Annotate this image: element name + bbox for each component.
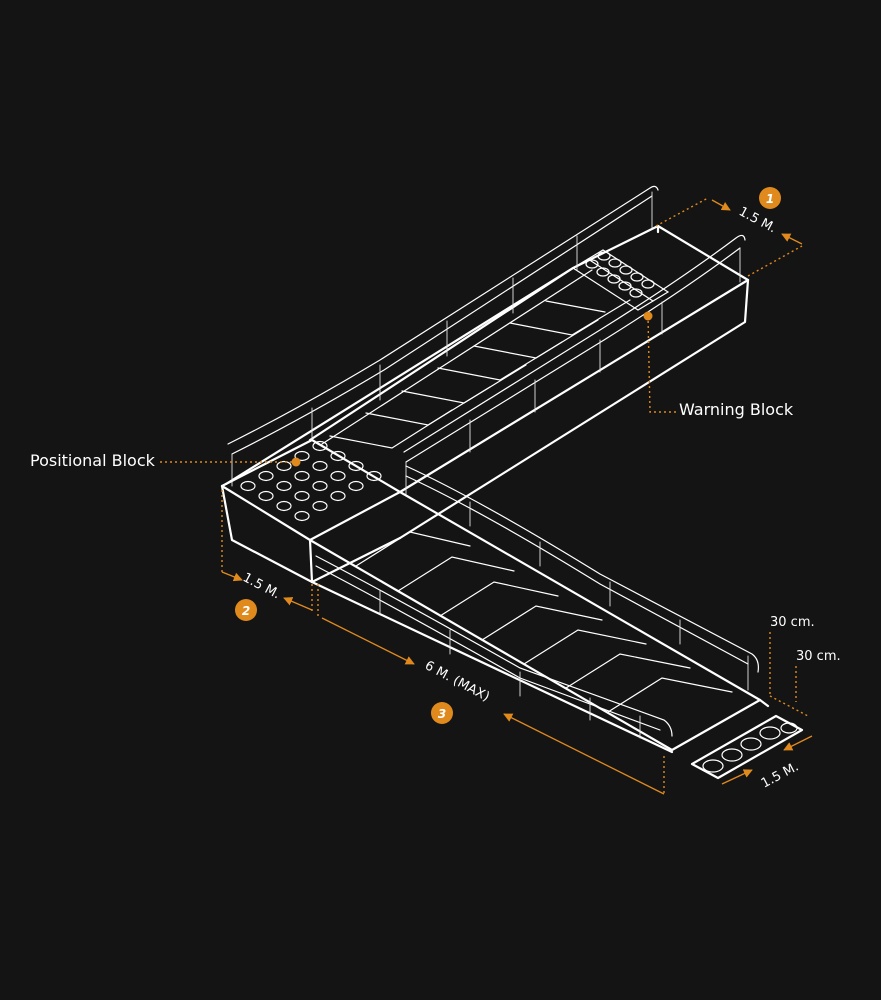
top-width-label: 1.5 M. xyxy=(736,204,778,236)
positional-block-label: Positional Block xyxy=(30,451,156,470)
badge-1-number: 1 xyxy=(766,192,774,206)
bottom-width-label: 1.5 M. xyxy=(759,759,801,791)
badge-2-number: 2 xyxy=(242,604,250,618)
lower-ramp-side xyxy=(310,580,674,754)
badge-3-number: 3 xyxy=(438,707,446,721)
lower-ramp xyxy=(308,465,770,754)
upper-ramp-floor-panels xyxy=(321,269,631,449)
warning-block-marker xyxy=(643,311,653,321)
landing-width-label: 1.5 M. xyxy=(240,570,282,602)
lower-front-handrail xyxy=(315,555,673,739)
lower-ramp-floor-panels xyxy=(355,531,733,713)
landing-platform xyxy=(220,438,402,584)
dimension-guides xyxy=(160,197,813,796)
badge-3: 3 xyxy=(431,702,453,724)
upper-left-handrail xyxy=(227,185,659,487)
upper-ramp xyxy=(224,185,750,540)
bottom-warning-strip xyxy=(690,714,804,780)
positional-block-marker xyxy=(291,457,301,467)
ramp-length-label: 6 M. (MAX) xyxy=(422,658,492,705)
upper-ramp-inner-edge xyxy=(308,266,575,442)
upper-landing-side xyxy=(398,278,750,540)
positional-block-grid xyxy=(240,440,382,522)
height-upper-label: 30 cm. xyxy=(770,615,815,630)
landing-front-face xyxy=(220,484,314,584)
lower-back-handrail xyxy=(405,465,759,691)
warning-block-label: Warning Block xyxy=(679,400,794,419)
height-lower-label: 30 cm. xyxy=(796,649,841,664)
lower-ramp-deck xyxy=(308,490,762,752)
warning-block-grid xyxy=(571,249,670,311)
upper-inner-handrail xyxy=(403,234,746,495)
badge-1: 1 xyxy=(759,187,781,209)
badge-2: 2 xyxy=(235,599,257,621)
